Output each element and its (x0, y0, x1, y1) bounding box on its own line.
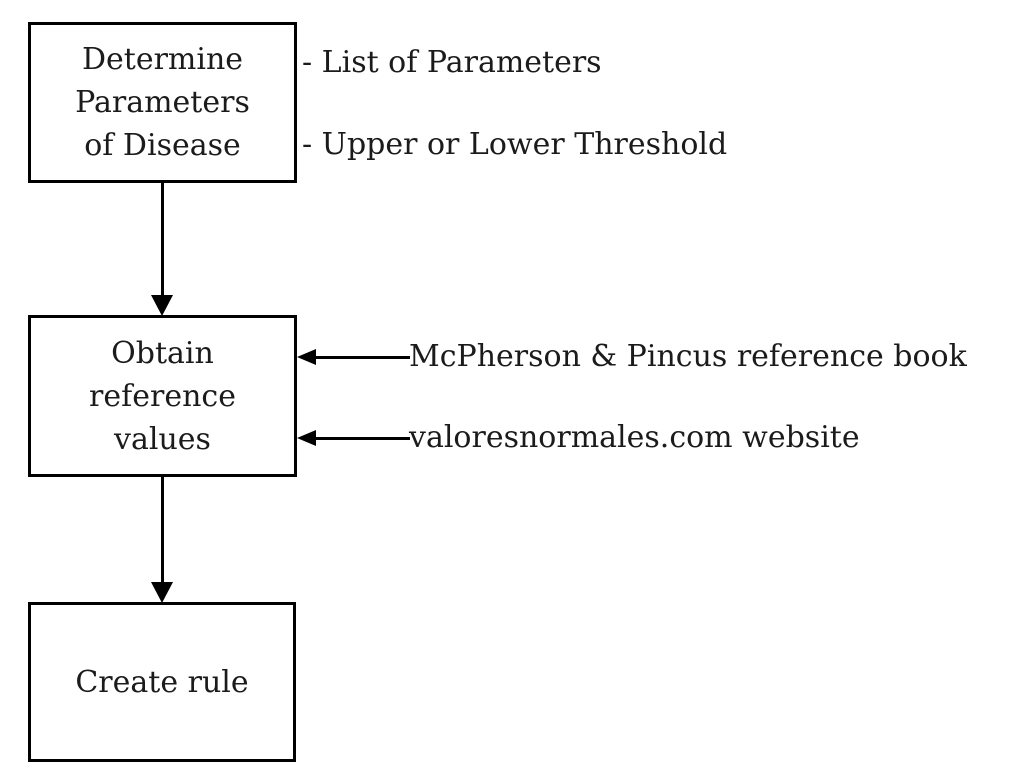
source-label-website: valoresnormales.com website (409, 420, 860, 455)
arrow-step2-to-step3-shaft (161, 477, 164, 584)
arrow-down-icon (151, 582, 173, 603)
note-list-of-parameters: - List of Parameters (302, 45, 602, 80)
flow-box-create-rule: Create rule (28, 602, 296, 762)
arrow-step1-to-step2-shaft (161, 183, 164, 297)
arrow-left-icon (297, 349, 316, 365)
arrow-down-icon (151, 295, 173, 316)
source-label-reference-book: McPherson & Pincus reference book (409, 339, 967, 374)
note-upper-or-lower-threshold: - Upper or Lower Threshold (302, 127, 728, 162)
arrow-website-to-step2-shaft (313, 437, 410, 440)
flow-box-obtain-reference-values: Obtain reference values (28, 315, 297, 477)
flow-box-determine-parameters: Determine Parameters of Disease (28, 22, 297, 183)
arrow-left-icon (297, 430, 316, 446)
arrow-book-to-step2-shaft (313, 356, 410, 359)
